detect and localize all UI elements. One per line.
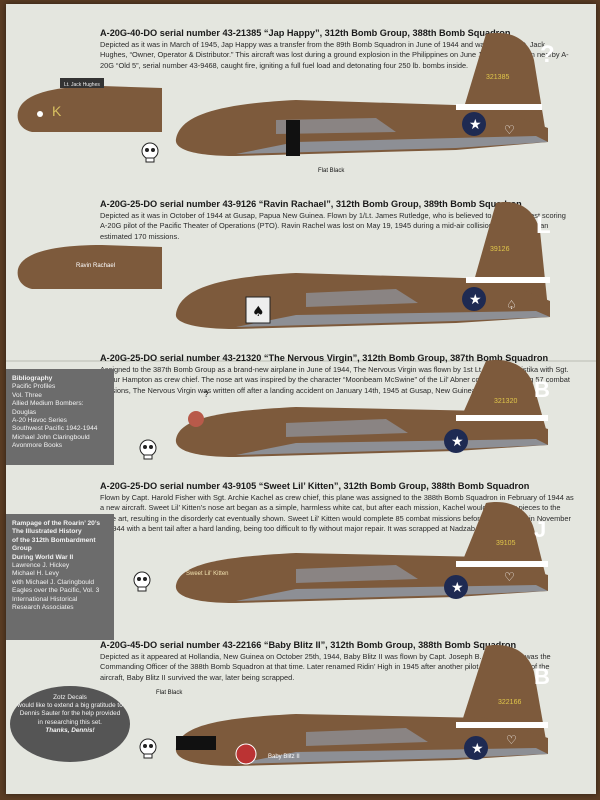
tail-symbol-heart: ♡	[506, 733, 517, 747]
thanks-line: in researching this set.	[38, 718, 102, 726]
tail-symbol-spade: ♤	[506, 298, 517, 312]
nose-detail-drawing: Ravin Rachael	[17, 245, 163, 289]
thanks-line: Zotz Decals	[53, 694, 87, 701]
nose-text: Lt. Jack Hughes	[64, 82, 100, 88]
skull-emblem	[139, 439, 157, 460]
skull-emblem	[141, 142, 159, 163]
reference-title-line: The Illustrated History	[12, 528, 82, 536]
reference-line: Michael H. Levy	[12, 570, 59, 578]
callout-flat-black: Flat Black	[318, 168, 345, 174]
profile-section-5: A-20G-45-DO serial number 43-22166 “Baby…	[6, 634, 596, 794]
profile-title: A-20G-25-DO serial number 43-9105 “Sweet…	[100, 481, 530, 491]
aircraft-profile: ★ 321385 ? ♡	[175, 32, 555, 156]
profile-section-3: A-20G-25-DO serial number 43-21320 “The …	[6, 349, 596, 479]
svg-text:★: ★	[471, 740, 484, 756]
reference-line: Eagles over the Pacific, Vol. 3	[12, 587, 100, 595]
bibliography-heading: Bibliography	[12, 375, 53, 382]
tail-serial: 39126	[490, 246, 510, 253]
tail-letter: J	[534, 517, 546, 542]
tail-symbol-heart: ♡	[504, 123, 515, 137]
profile-description: Depicted as it appeared at Hollandia, Ne…	[100, 652, 551, 682]
callout-flat-black: Flat Black	[156, 690, 183, 696]
aircraft-profile: ★ 322166 B ♡ Baby Blitz II	[175, 645, 550, 766]
tail-letter: ?	[540, 41, 555, 68]
nose-question-mark: ?	[204, 390, 209, 399]
bibliography-line: Pacific Profiles	[12, 383, 56, 391]
profile-section-1: A-20G-40-DO serial number 43-21385 “Jap …	[6, 4, 596, 179]
tail-letter: B	[534, 664, 550, 689]
reference-title-line: Rampage of the Roarin’ 20’s	[12, 520, 101, 527]
bibliography-line: Allied Medium Bombers: Douglas	[12, 400, 84, 416]
bibliography-line: Southwest Pacific 1942-1944	[12, 425, 98, 433]
nose-detail-drawing: Lt. Jack Hughes K	[17, 78, 163, 132]
profile-description: Flown by Capt. Harold Fisher with Sgt. A…	[100, 493, 574, 534]
skull-emblem	[133, 571, 151, 592]
reference-box: Rampage of the Roarin’ 20’s The Illustra…	[6, 514, 114, 640]
tail-letter: B	[534, 377, 550, 402]
thanks-signoff: Thanks, Dennis!	[45, 726, 95, 734]
profile-title: A-20G-25-DO serial number 43-9126 “Ravin…	[100, 199, 522, 209]
bibliography-line: Vol. Three	[12, 391, 42, 399]
svg-text:★: ★	[451, 433, 464, 449]
aircraft-profile: ★ 39105 J ♡ Sweet Lil' Kitten	[175, 502, 548, 603]
svg-text:★: ★	[469, 116, 482, 132]
tail-serial: 321385	[486, 74, 509, 81]
bibliography-line: Avonmore Books	[12, 442, 63, 450]
fold-line	[6, 360, 596, 362]
reference-line: with Michael J. Claringbould	[12, 578, 95, 586]
tail-serial: 322166	[498, 699, 521, 706]
reference-line: Research Associates	[12, 604, 74, 612]
svg-text:K: K	[52, 103, 62, 119]
profile-title: A-20G-45-DO serial number 43-22166 “Baby…	[100, 640, 517, 650]
profile-description: Assigned to the 387th Bomb Group as a br…	[100, 365, 570, 395]
tail-letter: L	[536, 212, 551, 239]
thanks-line: would like to extend a big gratitude to	[17, 702, 123, 710]
profile-title: A-20G-40-DO serial number 43-21385 “Jap …	[100, 28, 511, 38]
profile-section-2: A-20G-25-DO serial number 43-9126 “Ravin…	[6, 179, 596, 349]
svg-text:♠: ♠	[252, 304, 265, 320]
profile-description: Depicted as it was in March of 1945, Jap…	[100, 40, 569, 70]
bibliography-box: Bibliography Pacific Profiles Vol. Three…	[6, 369, 114, 465]
nose-text: Sweet Lil' Kitten	[186, 571, 229, 577]
tail-serial: 39105	[496, 540, 516, 547]
decal-instruction-sheet: A-20G-40-DO serial number 43-21385 “Jap …	[6, 4, 596, 794]
nose-text: Baby Blitz II	[268, 754, 300, 760]
nose-text: Ravin Rachael	[76, 263, 115, 269]
svg-text:★: ★	[451, 579, 464, 595]
aircraft-profile: ★ 321320 B ?	[175, 360, 550, 457]
reference-line: International Historical	[12, 595, 78, 603]
thanks-line: Dennis Sauter for the help provided	[19, 710, 121, 718]
bibliography-line: Michael John Claringbould	[12, 433, 90, 441]
profile-title: A-20G-25-DO serial number 43-21320 “The …	[100, 353, 549, 363]
tail-symbol-heart: ♡	[504, 570, 515, 584]
reference-title-line: of the 312th Bombardment Group	[12, 536, 96, 553]
thanks-oval: Zotz Decals would like to extend a big g…	[10, 686, 130, 762]
aircraft-profile: ♠ ★ 39126 L ♤	[175, 202, 551, 329]
tail-serial: 321320	[494, 398, 517, 405]
reference-line: Lawrence J. Hickey	[12, 562, 70, 570]
reference-title-line: During World War II	[12, 553, 74, 561]
svg-text:★: ★	[469, 291, 482, 307]
profile-section-4: A-20G-25-DO serial number 43-9105 “Sweet…	[6, 479, 596, 629]
skull-emblem	[139, 738, 157, 759]
bibliography-line: A-20 Havoc Series	[12, 417, 67, 425]
profile-description: Depicted as it was in October of 1944 at…	[100, 211, 566, 241]
